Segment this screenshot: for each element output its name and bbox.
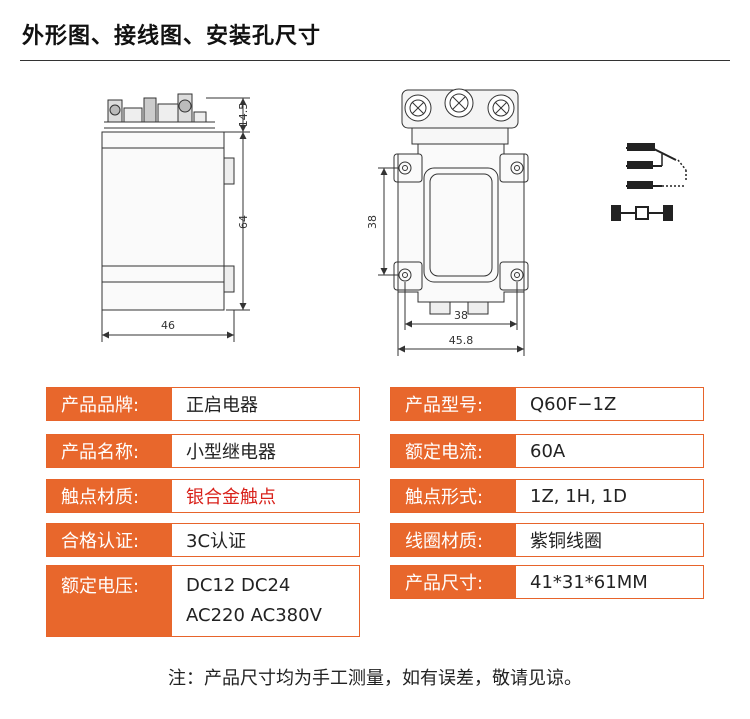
spec-product-name: 产品名称: 小型继电器 xyxy=(46,434,360,468)
wiring-symbol xyxy=(611,143,687,221)
spec-label: 触点材质: xyxy=(47,480,172,512)
terminal-screw-2 xyxy=(444,88,474,118)
spec-label: 额定电压: xyxy=(47,566,172,636)
spec-value: 60A xyxy=(530,440,566,462)
spec-value: 1Z, 1H, 1D xyxy=(530,485,627,507)
spec-contact-material: 触点材质: 银合金触点 xyxy=(46,479,360,513)
spec-certification: 合格认证: 3C认证 xyxy=(46,523,360,557)
side-body xyxy=(101,131,225,311)
spec-rated-voltage: 额定电压: DC12 DC24 AC220 AC380V xyxy=(46,565,360,637)
dim-hole-horizontal: 38 xyxy=(454,309,468,322)
spec-contact-form: 触点形式: 1Z, 1H, 1D xyxy=(390,479,704,513)
spec-label: 产品品牌: xyxy=(47,388,172,420)
spec-value: 3C认证 xyxy=(186,531,247,552)
spec-value: DC12 DC24 AC220 AC380V xyxy=(172,566,359,636)
spec-product-size: 产品尺寸: 41*31*61MM xyxy=(390,565,704,599)
spec-label: 产品尺寸: xyxy=(391,566,516,598)
dimension-drawing: 14.5 64 46 xyxy=(101,88,687,356)
spec-value: 紫铜线圈 xyxy=(530,531,602,552)
spec-value: 小型继电器 xyxy=(186,442,276,463)
spec-label: 触点形式: xyxy=(391,480,516,512)
page-title: 外形图、接线图、安装孔尺寸 xyxy=(22,24,322,49)
spec-value: 正启电器 xyxy=(186,395,258,416)
dim-height-top: 14.5 xyxy=(237,103,250,128)
title-divider xyxy=(20,60,730,61)
spec-brand: 产品品牌: 正启电器 xyxy=(46,387,360,421)
spec-model: 产品型号: Q60F−1Z xyxy=(390,387,704,421)
spec-label: 合格认证: xyxy=(47,524,172,556)
spec-value: 银合金触点 xyxy=(186,487,276,508)
front-view xyxy=(378,88,529,356)
terminal-screw-1 xyxy=(404,94,432,122)
spec-value-line: DC12 DC24 xyxy=(186,575,291,596)
spec-value: Q60F−1Z xyxy=(530,393,617,415)
spec-label: 额定电流: xyxy=(391,435,516,467)
side-terminals xyxy=(104,93,215,129)
footnote: 注：产品尺寸均为手工测量，如有误差，敬请见谅。 xyxy=(168,668,582,689)
spec-label: 产品名称: xyxy=(47,435,172,467)
spec-value: 41*31*61MM xyxy=(530,571,648,593)
spec-label: 线圈材质: xyxy=(391,524,516,556)
spec-coil-material: 线圈材质: 紫铜线圈 xyxy=(390,523,704,557)
spec-value-line: AC220 AC380V xyxy=(186,605,322,626)
spec-rated-current: 额定电流: 60A xyxy=(390,434,704,468)
side-view xyxy=(101,93,250,342)
dim-hole-vertical: 38 xyxy=(366,215,379,229)
dim-height-body: 64 xyxy=(237,215,250,229)
terminal-screw-3 xyxy=(487,94,515,122)
dim-width-front: 45.8 xyxy=(449,334,474,347)
spec-label: 产品型号: xyxy=(391,388,516,420)
dim-width-side: 46 xyxy=(161,319,175,332)
